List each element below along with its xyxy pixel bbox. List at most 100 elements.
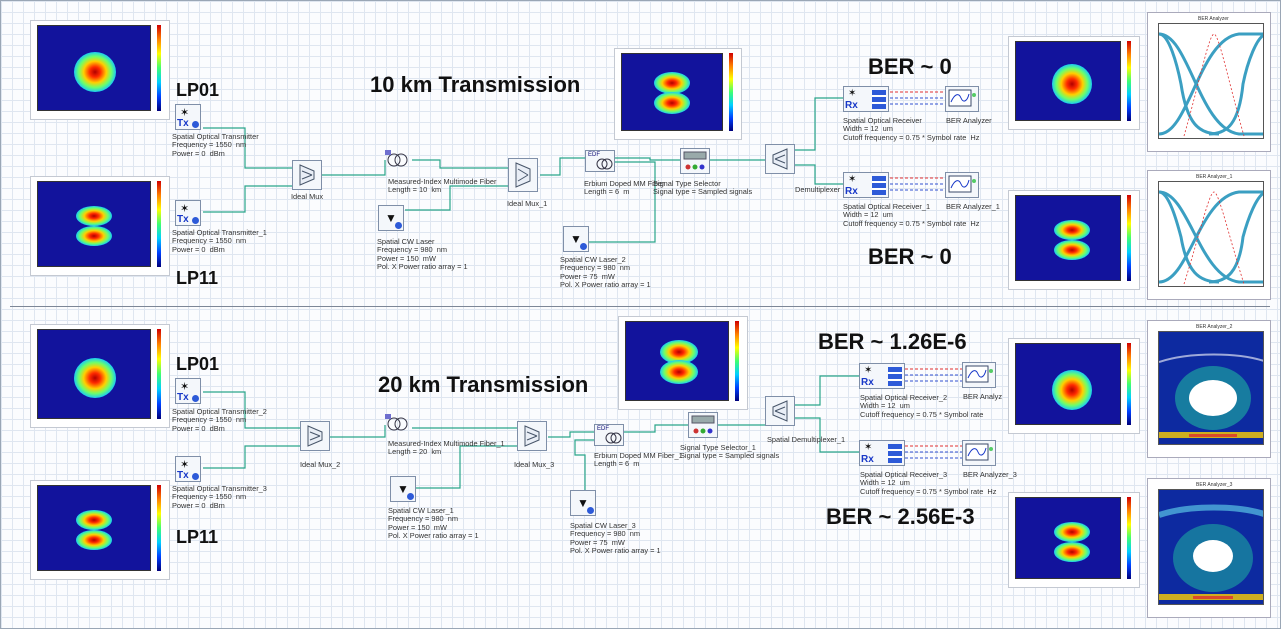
mux-label: Ideal Mux_2 — [300, 460, 341, 469]
fiber-coil-icon — [385, 150, 408, 167]
wire — [203, 127, 292, 169]
demux-label: Demultiplexer — [795, 185, 841, 194]
ber-analyzer-block[interactable] — [945, 172, 979, 198]
demux-label: Spatial Demultiplexer_1 — [767, 435, 846, 444]
rx-icon-label: Rx — [845, 100, 858, 111]
ber-result: BER ~ 2.56E-3 — [826, 504, 975, 529]
eye-diagram: BER Analyzer — [1147, 12, 1271, 152]
section-divider — [10, 306, 1270, 307]
wire — [203, 391, 300, 429]
transmitter-block[interactable]: ✶ Tx — [175, 200, 201, 226]
scope-icon — [948, 175, 976, 193]
wire — [412, 159, 508, 169]
mux-label: Ideal Mux_3 — [514, 460, 555, 469]
eye-traces — [1159, 332, 1263, 444]
mode-profile-plot — [30, 176, 170, 276]
mode-profile-plot — [1008, 338, 1140, 434]
port-icon — [192, 395, 199, 402]
ber-result: BER ~ 0 — [868, 54, 952, 79]
mux-block[interactable] — [300, 421, 330, 451]
laser-block[interactable]: ▼ — [563, 226, 589, 252]
receiver-label: Spatial Optical Receiver Width = 12 um C… — [843, 116, 980, 142]
edf-tag: EDF — [588, 152, 600, 158]
rx-icon-label: Rx — [845, 186, 858, 197]
wire — [405, 185, 508, 211]
laser-block[interactable]: ▼ — [390, 476, 416, 502]
port-stack-icon — [872, 90, 886, 109]
demux-block[interactable] — [765, 144, 795, 174]
edf-block[interactable]: EDF — [585, 150, 615, 172]
ber-analyzer-block[interactable] — [945, 86, 979, 112]
mux-block[interactable] — [517, 421, 547, 451]
transmitter-block[interactable]: ✶ Tx — [175, 378, 201, 404]
edf-block[interactable]: EDF — [594, 424, 624, 446]
ber-analyzer-block[interactable] — [962, 440, 996, 466]
mode-profile-plot — [30, 20, 170, 120]
signal-selector-block[interactable] — [688, 412, 718, 438]
wire — [203, 185, 292, 213]
mux-icon — [524, 425, 540, 447]
receiver-block[interactable]: ✶ Rx — [859, 440, 905, 466]
port-icon — [192, 473, 199, 480]
star-icon: ✶ — [180, 203, 190, 215]
ber-result: BER ~ 0 — [868, 244, 952, 269]
edf-tag: EDF — [597, 426, 609, 432]
ber-analyzer-label: BER Analyzer — [946, 116, 992, 125]
scope-icon — [965, 443, 993, 461]
mux-icon — [299, 164, 315, 186]
fiber-coil-icon — [605, 432, 622, 444]
port-icon — [407, 493, 414, 500]
edf-label: Erbium Doped MM Fiber Length = 6 m — [584, 179, 665, 197]
laser-label: Spatial CW Laser Frequency = 980 nm Powe… — [377, 237, 468, 272]
fiber-label: Measured-Index Multimode Fiber Length = … — [388, 177, 497, 195]
star-icon: ✶ — [180, 107, 190, 119]
star-icon: ✶ — [864, 365, 873, 376]
receiver-block[interactable]: ✶ Rx — [843, 172, 889, 198]
port-icon — [192, 121, 199, 128]
selector-icon — [691, 415, 715, 434]
transmitter-label: Spatial Optical Transmitter Frequency = … — [172, 132, 259, 158]
eye-title: BER Analyzer_3 — [1196, 482, 1233, 488]
port-icon — [580, 243, 587, 250]
section-title-20km: 20 km Transmission — [378, 372, 589, 397]
mode-profile-plot — [618, 316, 748, 410]
diode-icon: ▼ — [577, 496, 589, 510]
edf-label: Erbium Doped MM Fiber_1 Length = 6 m — [594, 451, 683, 469]
diode-icon: ▼ — [385, 211, 397, 225]
signal-selector-block[interactable] — [680, 148, 710, 174]
receiver-block[interactable]: ✶ Rx — [859, 363, 905, 389]
section-title-10km: 10 km Transmission — [370, 72, 581, 97]
wire — [548, 431, 594, 438]
tx-icon-label: Tx — [177, 214, 189, 225]
receiver-block[interactable]: ✶ Rx — [843, 86, 889, 112]
transmitter-label: Spatial Optical Transmitter_2 Frequency … — [172, 407, 267, 433]
mux-block[interactable] — [292, 160, 322, 190]
wire — [203, 445, 300, 469]
wire — [330, 425, 386, 438]
fiber-block[interactable] — [385, 150, 413, 170]
eye-title: BER Analyzer_1 — [1196, 174, 1233, 180]
eye-diagram: BER Analyzer_3 — [1147, 478, 1271, 618]
receiver-label: Spatial Optical Receiver_1 Width = 12 um… — [843, 202, 980, 228]
mode-label-lp01: LP01 — [176, 80, 220, 100]
port-stack-icon — [888, 444, 902, 463]
eye-traces — [1159, 32, 1263, 137]
transmitter-block[interactable]: ✶ Tx — [175, 104, 201, 130]
star-icon: ✶ — [180, 459, 190, 471]
wire — [795, 417, 860, 453]
eye-title: BER Analyzer_2 — [1196, 324, 1233, 330]
scope-icon — [965, 365, 993, 383]
port-stack-icon — [888, 367, 902, 386]
wire — [795, 97, 843, 151]
transmitter-block[interactable]: ✶ Tx — [175, 456, 201, 482]
demux-block[interactable] — [765, 396, 795, 426]
laser-block[interactable]: ▼ — [570, 490, 596, 516]
fiber-label: Measured-Index Multimode Fiber_1 Length … — [388, 439, 505, 457]
mux-block[interactable] — [508, 158, 538, 192]
fiber-block[interactable] — [385, 414, 413, 434]
ber-analyzer-block[interactable] — [962, 362, 996, 388]
laser-block[interactable]: ▼ — [378, 205, 404, 231]
transmitter-label: Spatial Optical Transmitter_1 Frequency … — [172, 228, 267, 254]
diode-icon: ▼ — [570, 232, 582, 246]
